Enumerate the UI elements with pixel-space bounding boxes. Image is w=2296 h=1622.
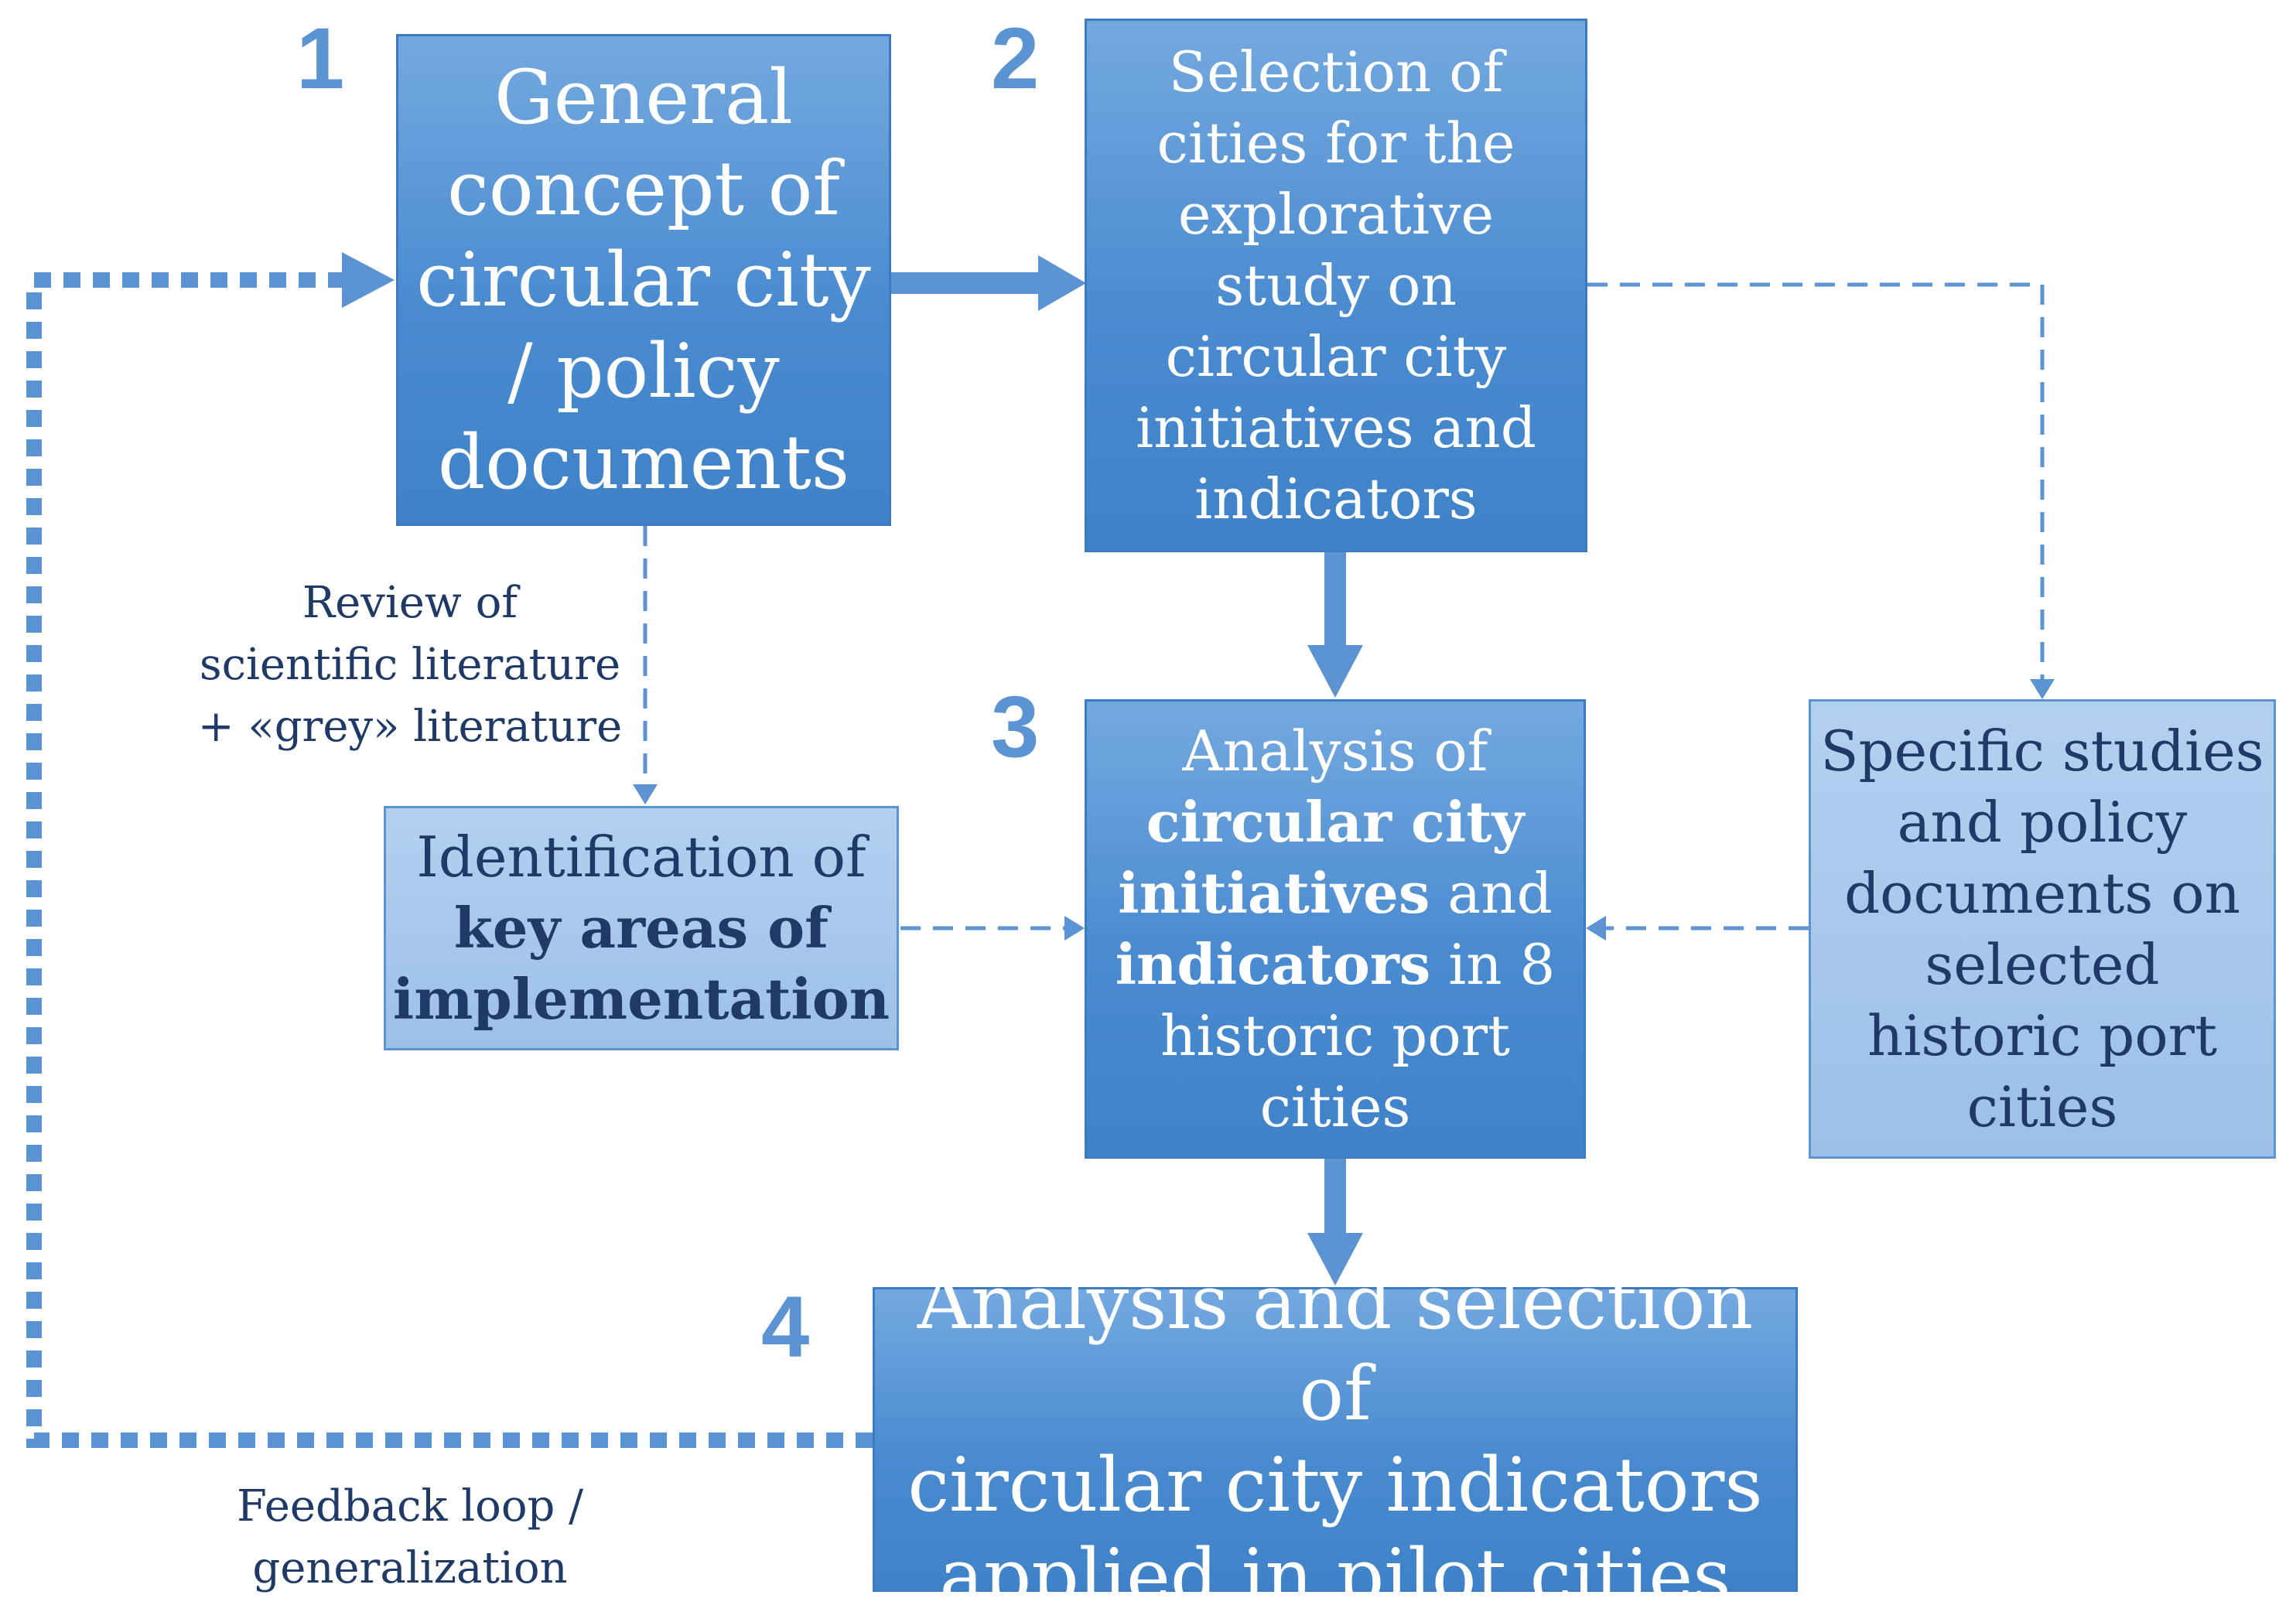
specific-studies-line: cities: [1966, 1074, 2118, 1139]
feedback-arrowhead: [342, 252, 395, 308]
box3-text: in 8: [1430, 932, 1556, 997]
box1-line: / policy: [507, 328, 780, 415]
box3-line: indicators in 8: [1116, 929, 1556, 1000]
box4-line: circular city indicators: [907, 1442, 1763, 1528]
dashed-arrowhead-to-specific: [2030, 679, 2055, 699]
feedback-label-line: generalization: [252, 1543, 568, 1593]
step-number-3: 3: [991, 678, 1040, 775]
dashed-arrowhead-key-to-3: [1064, 916, 1085, 941]
box-analysis-of-initiatives: Analysis of circular city initiatives an…: [1085, 699, 1586, 1159]
box1-line: General: [494, 54, 793, 141]
review-literature-label: Review of scientific literature + «grey»…: [162, 572, 658, 758]
specific-studies-line: Specific studies: [1820, 719, 2264, 784]
feedback-loop-label: Feedback loop / generalization: [193, 1476, 627, 1600]
box-key-areas: Identification of key areas of implement…: [384, 806, 899, 1050]
step-number-2: 2: [991, 10, 1040, 107]
box4-line: applied in pilot cities: [939, 1533, 1731, 1620]
review-label-line: + «grey» literature: [197, 702, 623, 752]
box3-bold: circular city: [1146, 789, 1525, 855]
feedback-label-line: Feedback loop /: [236, 1481, 584, 1532]
dashed-arrowhead-specific-to-3: [1586, 916, 1606, 941]
box1-line: circular city: [416, 237, 871, 323]
box2-line: circular city: [1165, 324, 1507, 389]
box2-line: study on: [1215, 253, 1457, 318]
box1-line: concept of: [447, 145, 840, 232]
box2-line: cities for the: [1157, 111, 1515, 176]
review-label-line: Review of: [302, 578, 518, 628]
box3-line: cities: [1259, 1074, 1411, 1139]
box3-line: initiatives and: [1118, 858, 1552, 929]
box2-line: explorative: [1177, 182, 1495, 247]
box-specific-studies: Specific studies and policy documents on…: [1809, 699, 2276, 1159]
box3-line: Analysis of: [1182, 719, 1488, 784]
box4-line: Analysis and selection of: [917, 1259, 1754, 1437]
box-analysis-and-selection: Analysis and selection of circular city …: [873, 1259, 1798, 1620]
step-number-1: 1: [296, 10, 345, 107]
specific-studies-line: historic port: [1867, 1003, 2218, 1068]
specific-studies-line: documents on: [1844, 861, 2240, 926]
box2-line: Selection of: [1168, 39, 1504, 104]
key-areas-line: key areas of: [454, 893, 829, 964]
box-selection-of-cities: Selection of cities for the explorative …: [1085, 19, 1587, 552]
step-number-4: 4: [761, 1279, 810, 1375]
arrow-2-to-3: [1307, 551, 1363, 698]
key-areas-bold: key areas of: [453, 895, 829, 961]
key-areas-line: implementation: [393, 964, 890, 1035]
box-general-concept: General concept of circular city / polic…: [396, 34, 891, 526]
specific-studies-line: and policy: [1897, 790, 2188, 855]
box3-bold: initiatives: [1118, 860, 1430, 926]
arrow-3-to-4: [1307, 1158, 1363, 1286]
box3-line: historic port: [1160, 1003, 1511, 1068]
box1-line: documents: [437, 419, 850, 506]
feedback-loop-line: [26, 272, 873, 1448]
box2-line: indicators: [1194, 466, 1478, 531]
box3-text: and: [1430, 861, 1553, 926]
key-areas-line: Identification of: [416, 825, 866, 890]
review-label-line: scientific literature: [199, 640, 621, 690]
box2-line: initiatives and: [1136, 395, 1536, 460]
key-areas-bold: implementation: [392, 966, 890, 1032]
dashed-arrowhead-review: [633, 784, 658, 804]
arrow-1-to-2: [890, 255, 1086, 311]
specific-studies-line: selected: [1925, 932, 2160, 997]
dashed-2-to-specific-line: [1587, 282, 2045, 681]
box3-bold: indicators: [1115, 931, 1431, 997]
box3-line: circular city: [1146, 787, 1525, 858]
